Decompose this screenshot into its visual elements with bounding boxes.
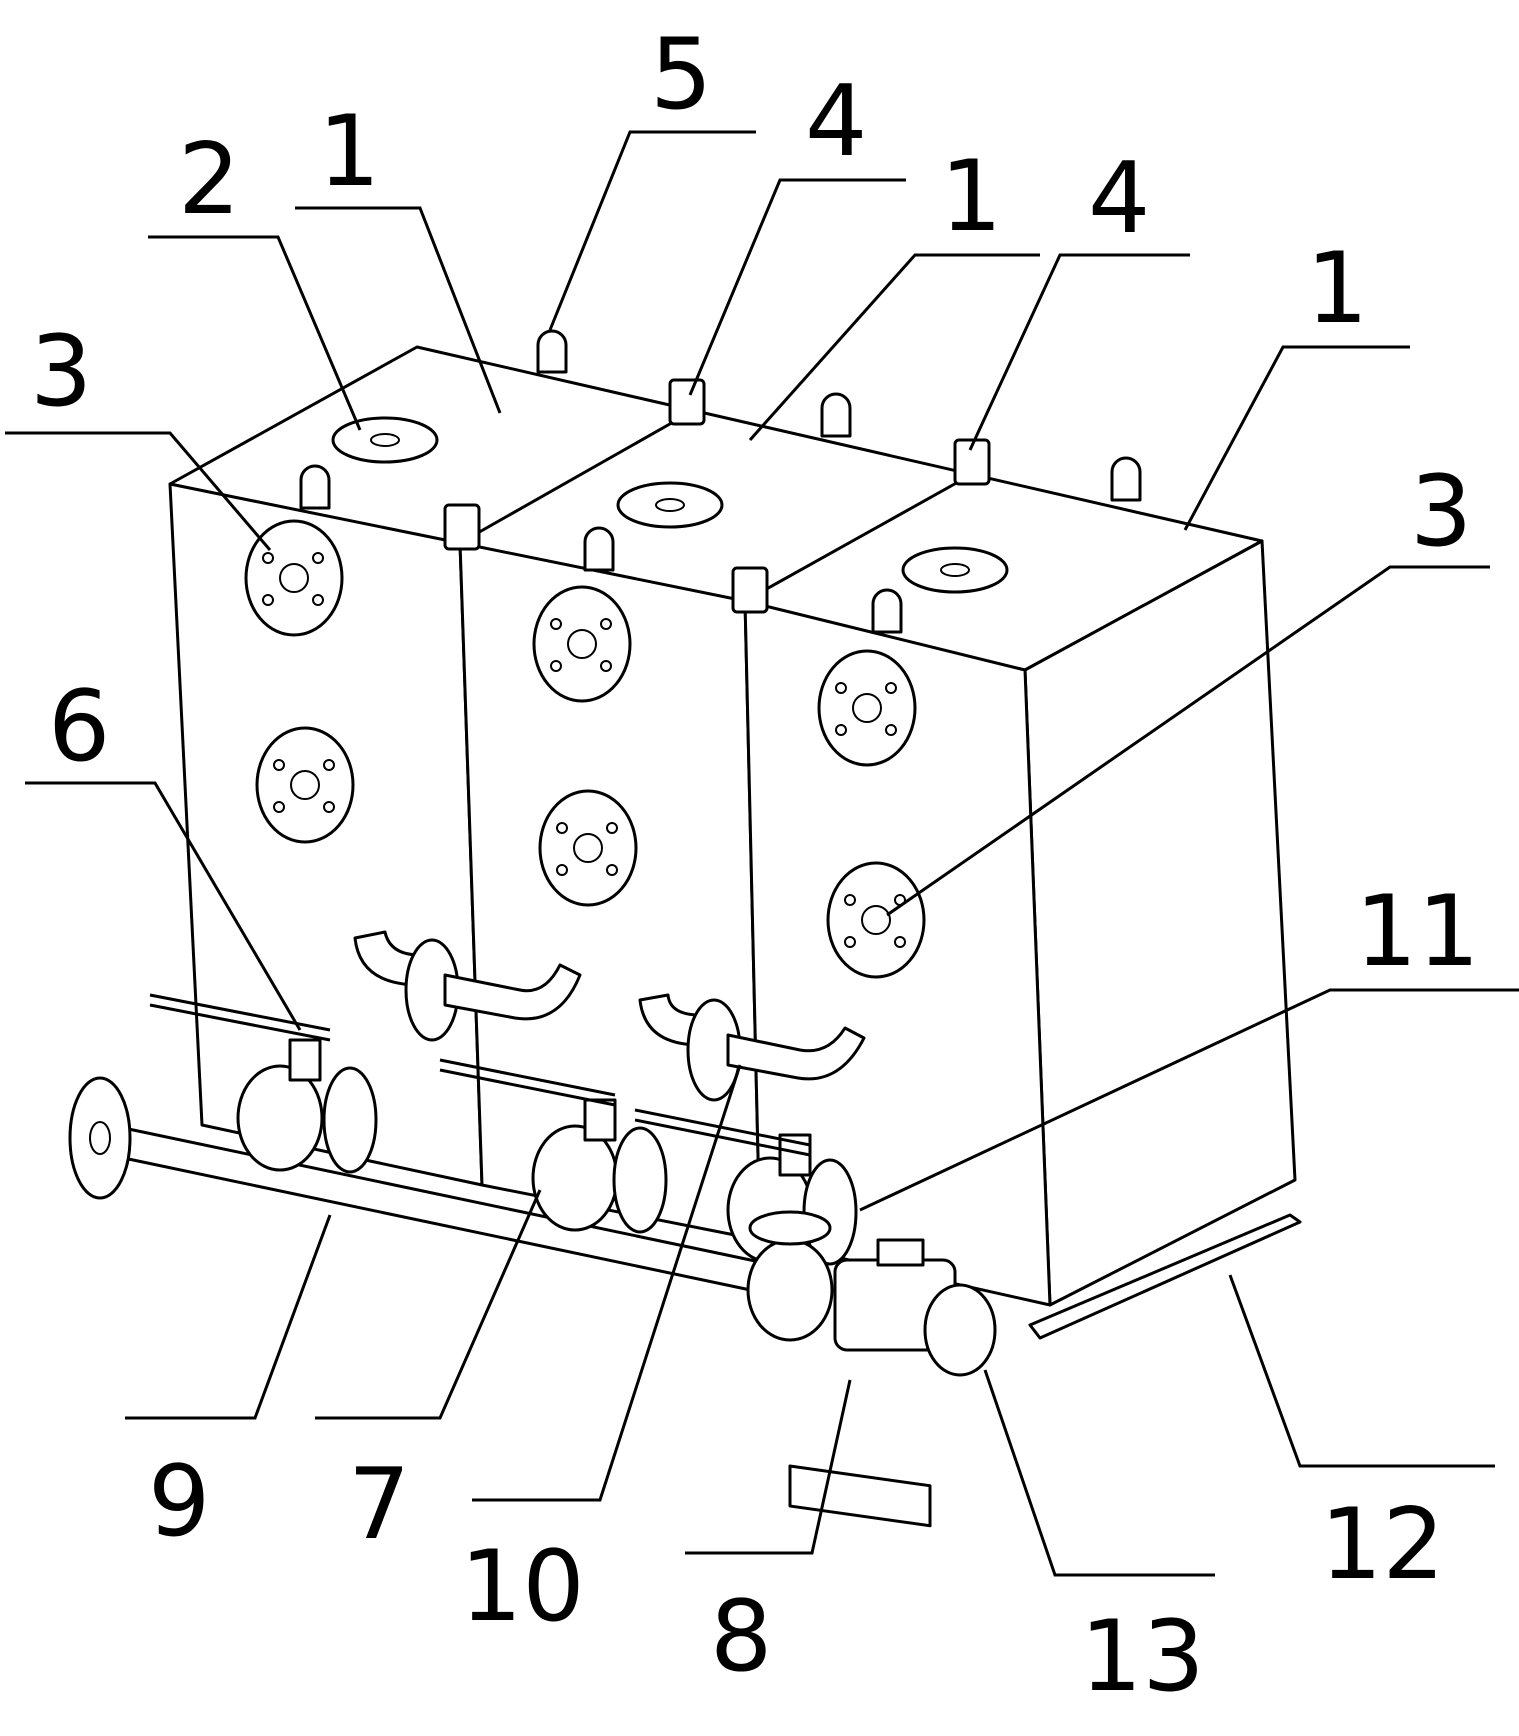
leader-7	[315, 1189, 542, 1420]
callout-13: 13	[1080, 1600, 1205, 1714]
lifting-lug	[299, 464, 331, 510]
callout-12: 12	[1320, 1488, 1445, 1602]
callout-6: 6	[48, 670, 110, 784]
elbow-pipe-group	[353, 930, 866, 1102]
top-flange-bore	[655, 498, 685, 512]
clamp	[731, 566, 769, 614]
pump-assembly	[746, 1210, 997, 1528]
elbow-pipe	[726, 1026, 866, 1081]
callout-4b: 4	[1088, 142, 1150, 256]
pump-base	[788, 1464, 932, 1528]
side-flange	[826, 861, 926, 979]
lifting-lug	[536, 329, 568, 374]
leader-1b	[748, 253, 1040, 441]
leader-12	[1228, 1274, 1495, 1468]
top-flange-bore	[940, 563, 970, 577]
lifting-lug	[871, 588, 903, 634]
leader-6	[25, 781, 302, 1031]
leader-lines	[5, 130, 1519, 1577]
leader-4a	[688, 178, 906, 396]
lifting-lug	[583, 526, 615, 572]
bottom-rail	[1028, 1213, 1302, 1340]
clamp-group	[443, 378, 991, 614]
callout-7: 7	[348, 1448, 410, 1562]
lifting-lug	[1110, 456, 1142, 502]
callout-9: 9	[148, 1445, 210, 1559]
side-flange	[532, 585, 632, 703]
tank-seam-2	[744, 465, 986, 603]
terminal-box	[876, 1238, 925, 1267]
callout-3b: 3	[1410, 455, 1472, 569]
valve-group	[149, 993, 858, 1266]
side-flange	[538, 789, 638, 907]
leader-11	[859, 988, 1519, 1212]
lifting-lug-group	[299, 329, 1142, 634]
clamp	[953, 438, 991, 486]
clamp	[668, 378, 706, 426]
elbow-pipe	[443, 963, 582, 1021]
top-flange-bore	[370, 433, 400, 447]
callout-11: 11	[1355, 875, 1480, 989]
side-flange	[817, 649, 917, 767]
ball-valve	[439, 1058, 668, 1234]
side-flange	[255, 726, 355, 844]
leader-5	[548, 130, 756, 331]
leader-2	[148, 235, 362, 431]
pump-casing	[746, 1238, 834, 1342]
ball-valve	[149, 993, 378, 1174]
callout-1b: 1	[940, 140, 1002, 254]
clamp	[443, 503, 481, 551]
callout-5: 5	[650, 18, 712, 132]
leader-13	[983, 1369, 1215, 1577]
callout-3a: 3	[30, 315, 92, 429]
callout-2: 2	[178, 123, 240, 237]
leader-4b	[968, 253, 1190, 451]
leader-1c	[1183, 345, 1410, 531]
callout-1a: 1	[318, 95, 380, 209]
leader-1a	[295, 206, 502, 414]
callout-1c: 1	[1306, 232, 1368, 346]
leader-3a	[5, 431, 272, 551]
leader-3b	[886, 565, 1490, 917]
callout-4a: 4	[805, 65, 867, 179]
lifting-lug	[820, 392, 852, 438]
motor-fan-cover	[923, 1283, 997, 1377]
callout-labels: 1 2 3 5 4 1 4 1 3 6 11 9 7 10 8 12 13	[30, 18, 1480, 1714]
tank-right-face	[1023, 539, 1297, 1307]
leader-10	[472, 1064, 742, 1502]
top-flange-group	[331, 416, 1009, 594]
main-pipe-bore	[89, 1121, 111, 1155]
leader-8	[685, 1379, 852, 1555]
leader-9	[125, 1214, 332, 1420]
tank-seam-1	[459, 406, 699, 545]
pump-inlet-flange	[748, 1210, 832, 1246]
callout-10: 10	[460, 1530, 585, 1644]
callout-8: 8	[710, 1580, 772, 1694]
